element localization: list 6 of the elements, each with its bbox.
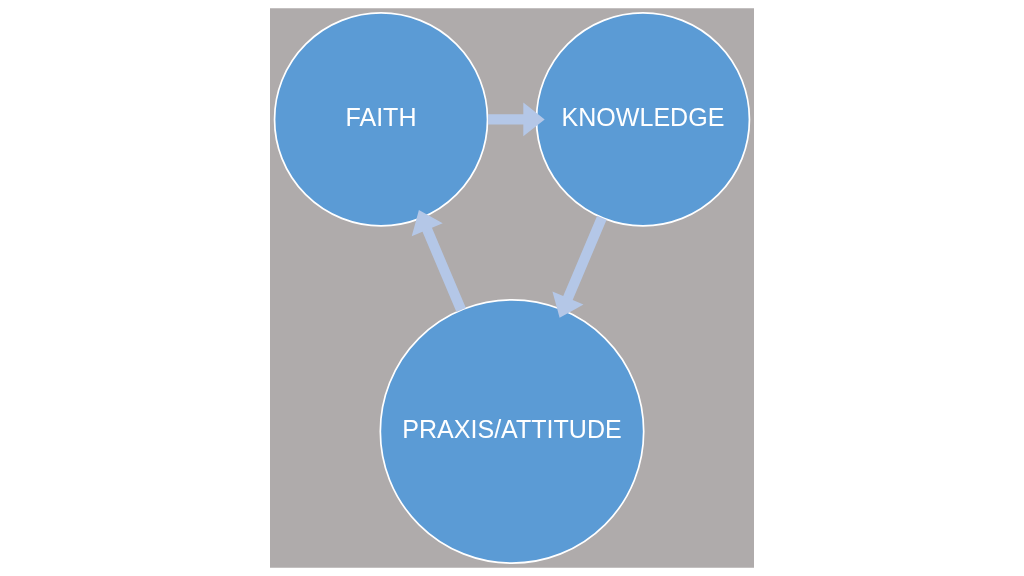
arrow xyxy=(552,215,607,318)
node-circle: FAITH xyxy=(273,12,489,227)
arrow xyxy=(487,102,545,137)
arrow xyxy=(411,210,466,313)
node-circle: KNOWLEDGE xyxy=(535,12,751,227)
node-circle: PRAXIS/ATTITUDE xyxy=(379,298,645,564)
